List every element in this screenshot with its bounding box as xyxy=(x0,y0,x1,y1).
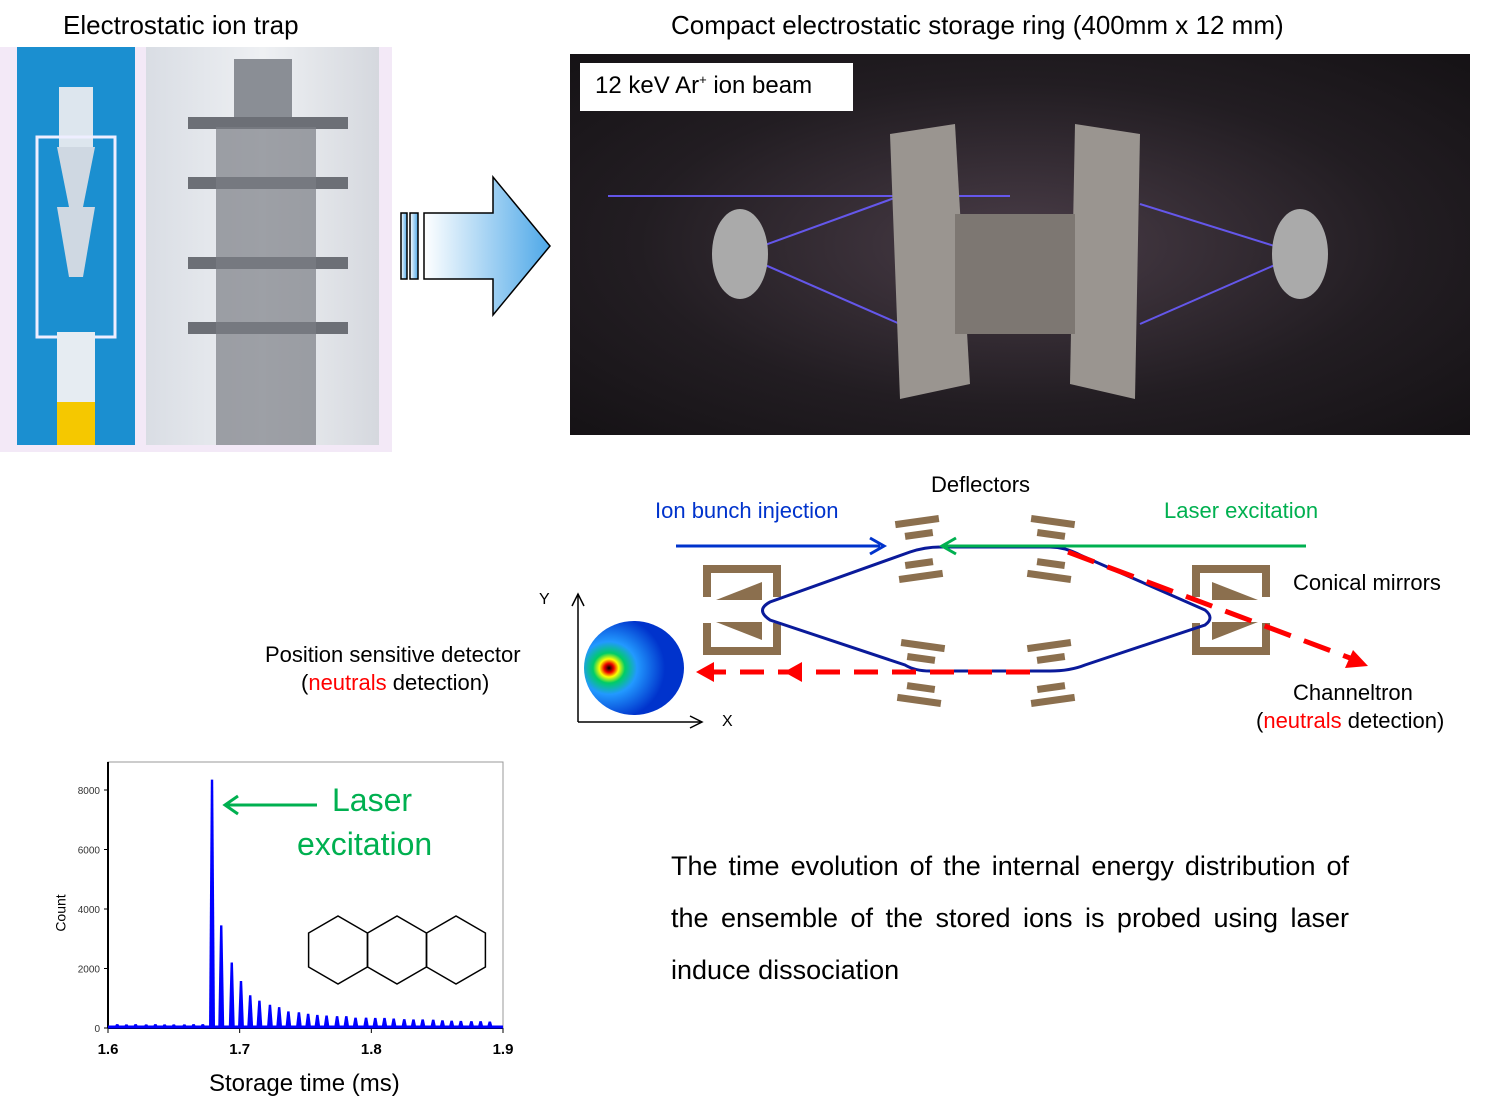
data-peak xyxy=(170,1024,177,1028)
conical-mirror-right xyxy=(1192,565,1270,655)
data-peak xyxy=(161,1024,168,1028)
data-peak xyxy=(199,1024,206,1028)
data-peak xyxy=(486,1021,493,1028)
data-peak xyxy=(114,1024,121,1028)
ion-trap-cad-image xyxy=(17,47,135,445)
laser-label: Laser excitation xyxy=(1164,498,1319,523)
data-peak xyxy=(218,925,225,1028)
data-peak xyxy=(143,1024,150,1028)
data-peak xyxy=(323,1015,330,1028)
data-peak xyxy=(190,1024,197,1028)
trap-title: Electrostatic ion trap xyxy=(63,10,299,40)
channeltron-label: Channeltron xyxy=(1293,680,1413,705)
y-tick-label: 4000 xyxy=(78,905,101,916)
data-peak xyxy=(343,1016,350,1028)
annotation-arrowhead xyxy=(222,794,239,816)
data-peak xyxy=(448,1020,455,1028)
data-peak xyxy=(276,1007,283,1028)
y-tick-label: 8000 xyxy=(78,786,101,797)
y-tick-label: 2000 xyxy=(78,965,101,976)
beam-label: 12 keV Ar+ ion beam xyxy=(580,63,853,111)
data-peak xyxy=(305,1013,312,1028)
data-peak xyxy=(401,1019,408,1028)
psd-image xyxy=(584,621,684,715)
right-arrow-icon xyxy=(400,175,551,317)
data-peak xyxy=(152,1024,159,1028)
deflectors-label: Deflectors xyxy=(931,472,1031,497)
ion-orbit xyxy=(761,545,1212,673)
beam-label-sup: + xyxy=(699,72,707,87)
data-peak xyxy=(314,1014,321,1028)
data-peak xyxy=(209,779,216,1028)
data-peak xyxy=(247,995,254,1028)
data-peak xyxy=(457,1020,464,1028)
data-peak xyxy=(285,1011,292,1028)
data-peak xyxy=(295,1012,302,1028)
psd-axes xyxy=(571,592,704,729)
chart-annotation-line2: excitation xyxy=(297,826,433,862)
data-peak xyxy=(468,1021,475,1028)
y-axis-label: Y xyxy=(539,591,550,608)
count-chart: 0 2000 4000 6000 8000 1.6 1.7 1.8 1.9 xyxy=(78,761,514,1058)
neutral-path-channeltron xyxy=(1067,549,1351,661)
detection-word: detection) xyxy=(1341,708,1445,733)
beam-label-text: 12 keV Ar xyxy=(595,72,700,99)
chart-xlabel: Storage time (ms) xyxy=(209,1070,400,1097)
data-peak xyxy=(390,1018,397,1028)
data-peak xyxy=(123,1024,130,1028)
data-peak xyxy=(381,1017,388,1028)
ion-trap-photo xyxy=(146,47,379,445)
data-peak xyxy=(228,962,235,1028)
data-peak xyxy=(334,1016,341,1028)
psd-label: Position sensitive detector xyxy=(265,642,521,667)
data-peak xyxy=(256,1000,263,1028)
beam-label-suffix: ion beam xyxy=(706,72,813,99)
neutrals-word: neutrals xyxy=(1263,708,1342,733)
x-tick-label: 1.8 xyxy=(361,1041,382,1058)
storage-ring-photo xyxy=(570,54,1470,435)
data-peak xyxy=(430,1019,437,1028)
conical-mirror-left xyxy=(703,565,781,655)
plot-frame xyxy=(107,761,504,1029)
data-peak xyxy=(266,1004,273,1028)
y-tick-label: 0 xyxy=(94,1024,100,1035)
data-peak xyxy=(237,980,244,1028)
data-peak xyxy=(477,1021,484,1028)
data-peak xyxy=(439,1020,446,1028)
x-tick-label: 1.7 xyxy=(229,1041,250,1058)
x-tick-label: 1.6 xyxy=(98,1041,119,1058)
x-axis-label: X xyxy=(722,713,733,730)
deflectors xyxy=(894,515,1076,707)
chart-ylabel: Count xyxy=(52,894,69,932)
data-peak xyxy=(363,1017,370,1028)
description-text: The time evolution of the internal energ… xyxy=(671,851,1349,985)
mirrors-label: Conical mirrors xyxy=(1293,570,1441,595)
channeltron-sub: (neutrals detection) xyxy=(1256,708,1444,734)
data-peak xyxy=(352,1017,359,1028)
neutrals-word: neutrals xyxy=(308,670,387,695)
chart-annotation-line1: Laser xyxy=(332,782,413,818)
data-peak xyxy=(419,1019,426,1028)
injection-label: Ion bunch injection xyxy=(655,498,839,523)
data-peak xyxy=(372,1017,379,1028)
x-tick-label: 1.9 xyxy=(493,1041,514,1058)
data-peak xyxy=(181,1024,188,1028)
psd-sub: (neutrals detection) xyxy=(301,670,489,696)
ring-title: Compact electrostatic storage ring (400m… xyxy=(671,10,1284,40)
data-peak xyxy=(132,1024,139,1028)
paren: ( xyxy=(1256,708,1264,733)
data-peak xyxy=(410,1019,417,1028)
y-tick-label: 6000 xyxy=(78,846,101,857)
detection-word: detection) xyxy=(386,670,490,695)
anthracene-icon xyxy=(307,915,487,985)
paren: ( xyxy=(301,670,309,695)
